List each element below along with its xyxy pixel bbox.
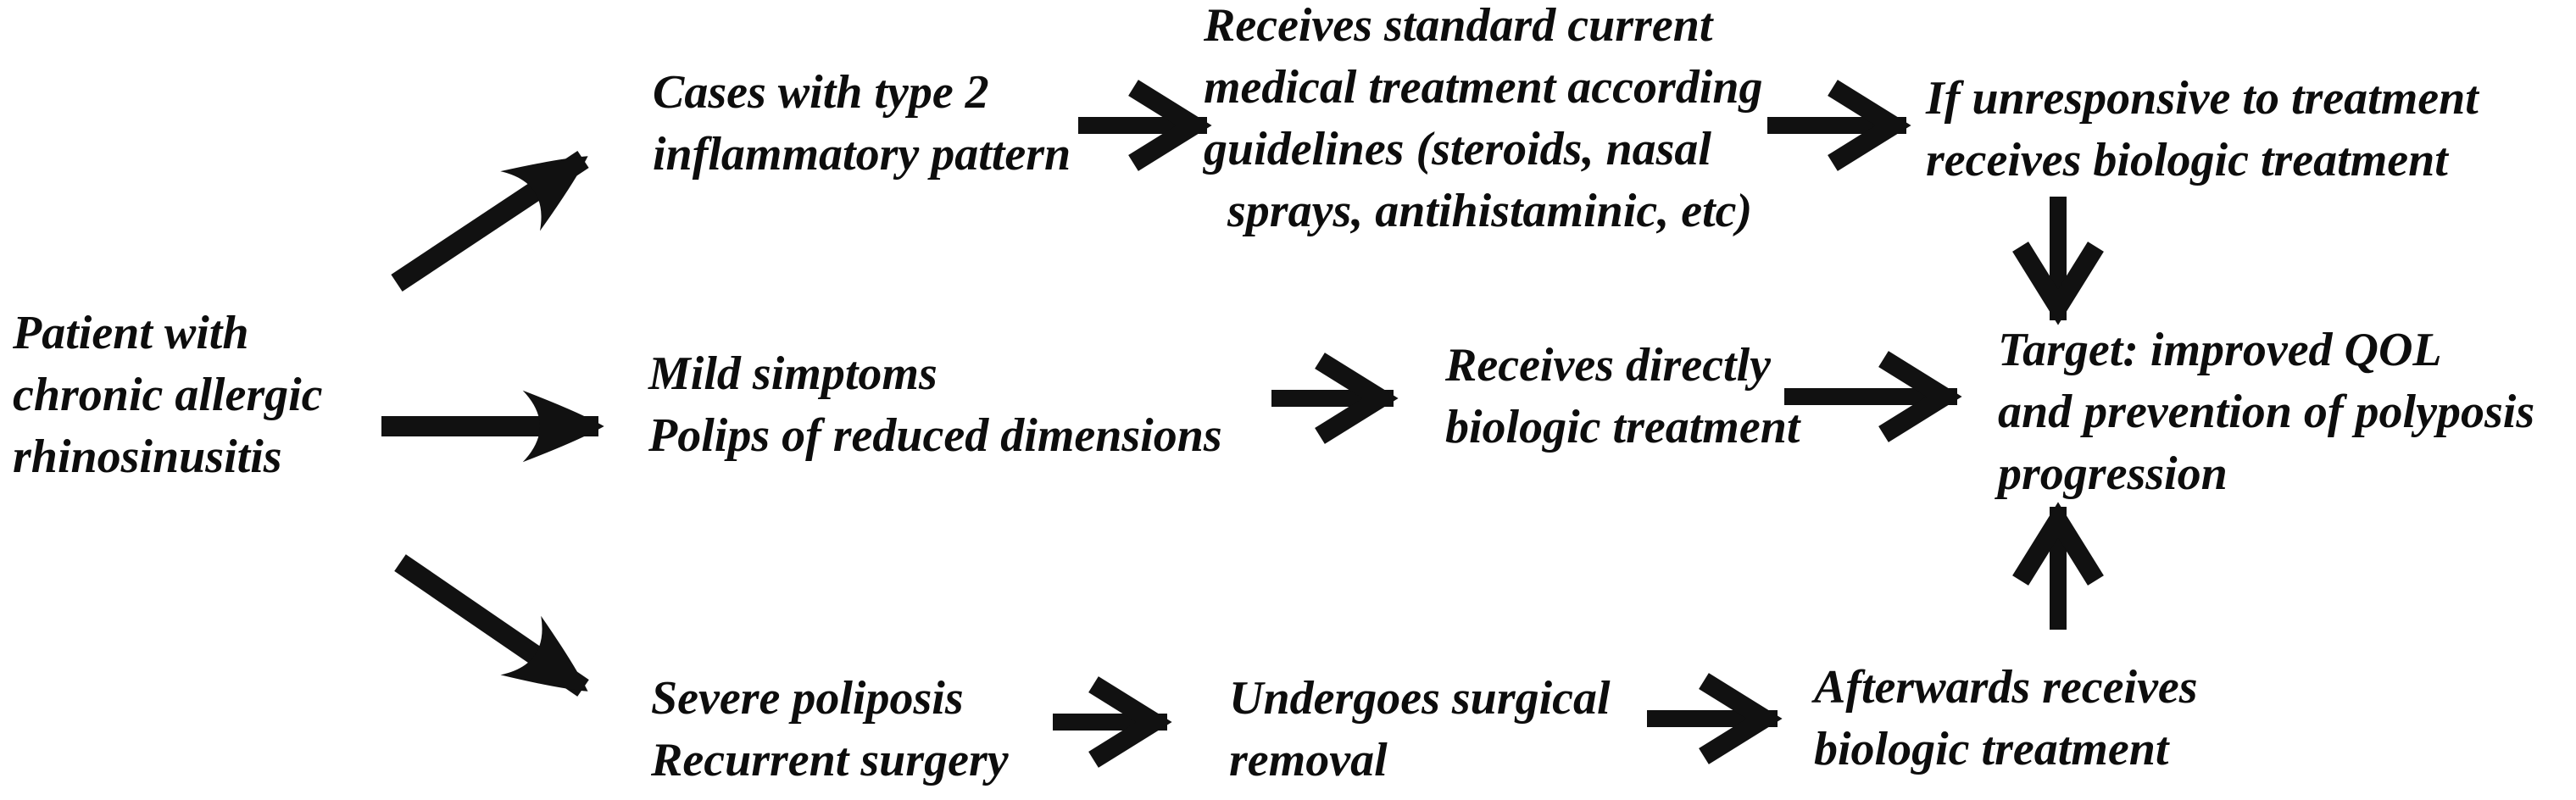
node-severe-poliposis: Severe poliposis Recurrent surgery [651, 672, 1009, 786]
node-standard-medical-treatment: Receives standard current medical treatm… [1204, 0, 1763, 237]
arrow-patient-to-severe [394, 554, 589, 697]
node-target-outcome: Target: improved QOL and prevention of p… [1998, 324, 2535, 500]
node-surgical-removal: Undergoes surgical removal [1229, 672, 1611, 786]
node-unresponsive-biologic: If unresponsive to treatment receives bi… [1926, 72, 2479, 186]
node-type2-cases: Cases with type 2 inflammatory pattern [653, 66, 1071, 181]
node-directly-biologic: Receives directly biologic treatment [1445, 339, 1800, 453]
node-mild-symptoms: Mild simptoms Polips of reduced dimensio… [648, 347, 1222, 462]
arrow-patient-to-type2 [391, 151, 589, 292]
node-patient: Patient with chronic allergic rhinosinus… [13, 307, 323, 483]
node-afterwards-biologic: Afterwards receives biologic treatment [1814, 661, 2198, 775]
